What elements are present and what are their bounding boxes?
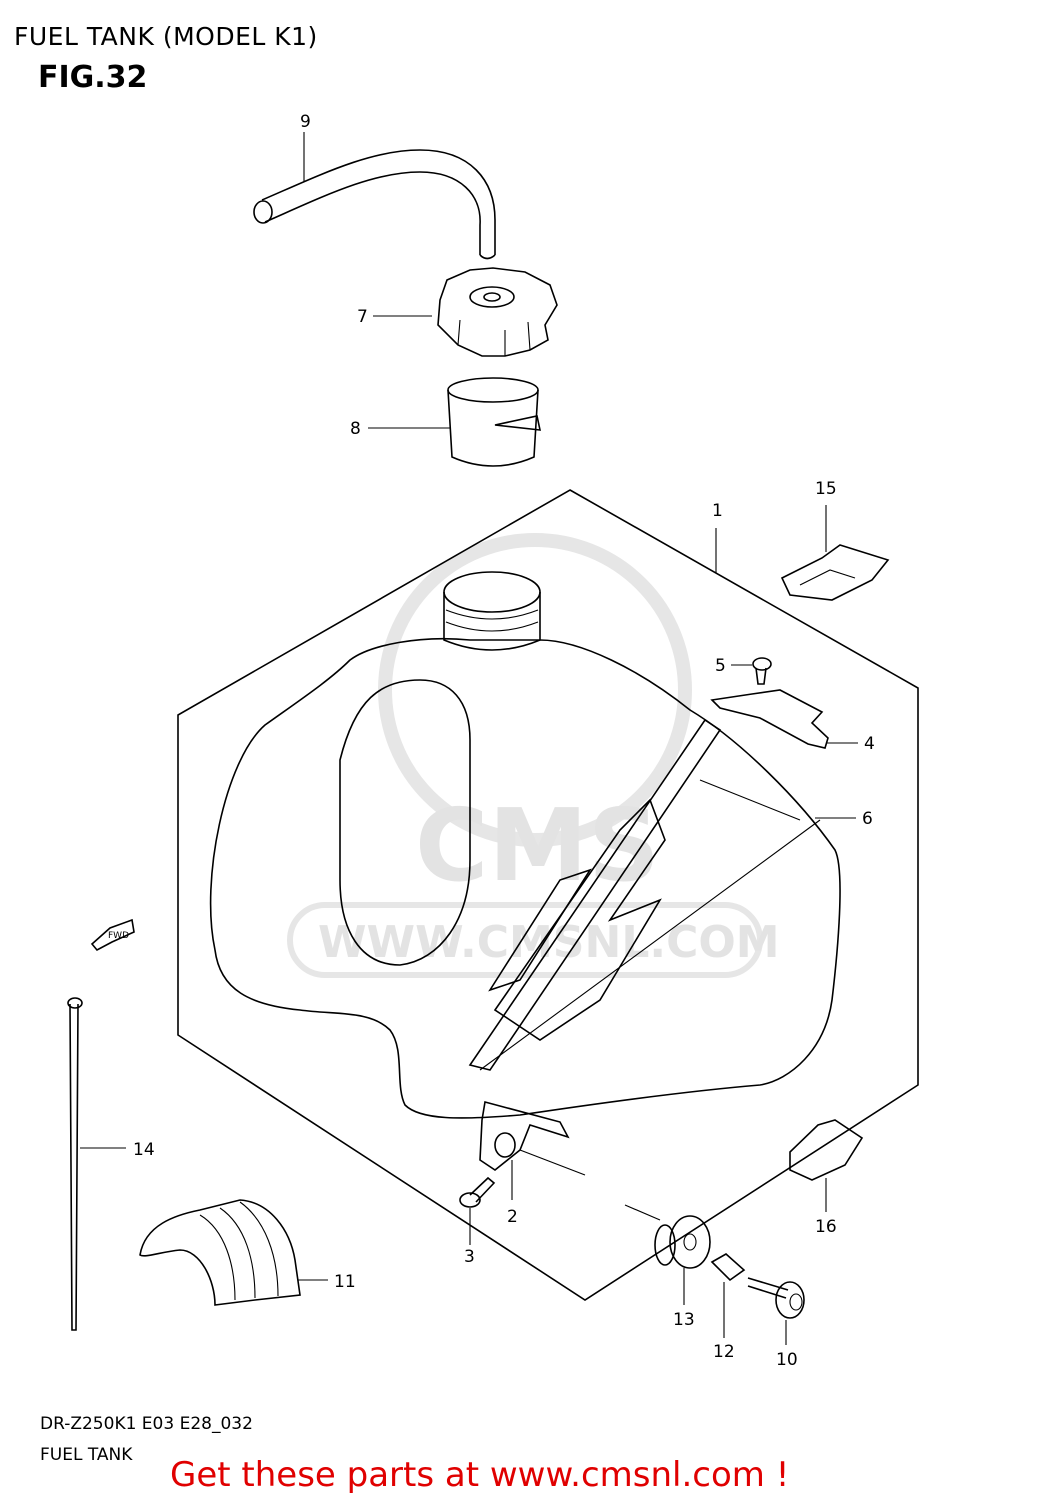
part-fuel-cap <box>373 267 558 357</box>
callout-16: 16 <box>815 1217 837 1237</box>
callout-1: 1 <box>712 501 723 521</box>
callout-4: 4 <box>864 734 875 754</box>
part-fuel-tank-body <box>209 571 841 1119</box>
part-grommet-13 <box>654 1215 711 1305</box>
part-bolt-10 <box>747 1277 805 1345</box>
leader-line-2b <box>519 1149 586 1176</box>
part-fuel-tank-outline <box>177 489 919 1301</box>
figure-number: FIG.32 <box>38 60 148 95</box>
callout-12: 12 <box>713 1342 735 1362</box>
callout-14: 14 <box>133 1140 155 1160</box>
diagram-code: DR-Z250K1 E03 E28_032 <box>40 1414 253 1434</box>
part-strap-14 <box>67 997 126 1331</box>
watermark-url: WWW.CMSNL.COM <box>318 917 780 968</box>
watermark: CMS WWW.CMSNL.COM <box>287 533 780 978</box>
diagram-title: FUEL TANK (MODEL K1) <box>14 22 318 51</box>
part-cushion-11 <box>139 1199 328 1306</box>
part-bolt-3 <box>459 1176 496 1245</box>
callout-8: 8 <box>350 419 361 439</box>
part-screw-5 <box>731 657 772 685</box>
part-clip-15 <box>780 505 890 601</box>
callout-9: 9 <box>300 112 311 132</box>
part-bracket-4 <box>710 689 858 749</box>
part-cushion-16 <box>789 1119 864 1212</box>
fwd-label: FWD <box>108 931 129 941</box>
part-filler-neck <box>368 377 542 467</box>
callout-6: 6 <box>862 809 873 829</box>
callout-13: 13 <box>673 1310 695 1330</box>
callout-3: 3 <box>464 1247 475 1267</box>
part-collar-12 <box>710 1253 746 1338</box>
fwd-arrow-icon: FWD <box>90 918 135 952</box>
leader-line-13b <box>624 1204 661 1221</box>
callout-numbers: 1 2 3 4 5 6 7 8 9 10 11 12 13 14 15 16 <box>133 112 875 1370</box>
callout-10: 10 <box>776 1350 798 1370</box>
diagram-name: FUEL TANK <box>40 1445 133 1465</box>
callout-2: 2 <box>507 1207 518 1227</box>
callout-15: 15 <box>815 479 837 499</box>
promo-link[interactable]: Get these parts at www.cmsnl.com ! <box>170 1455 790 1495</box>
watermark-logo: CMS <box>415 787 660 904</box>
callout-7: 7 <box>357 307 368 327</box>
callout-5: 5 <box>715 656 726 676</box>
part-breather-hose <box>253 132 496 260</box>
callout-11: 11 <box>334 1272 356 1292</box>
